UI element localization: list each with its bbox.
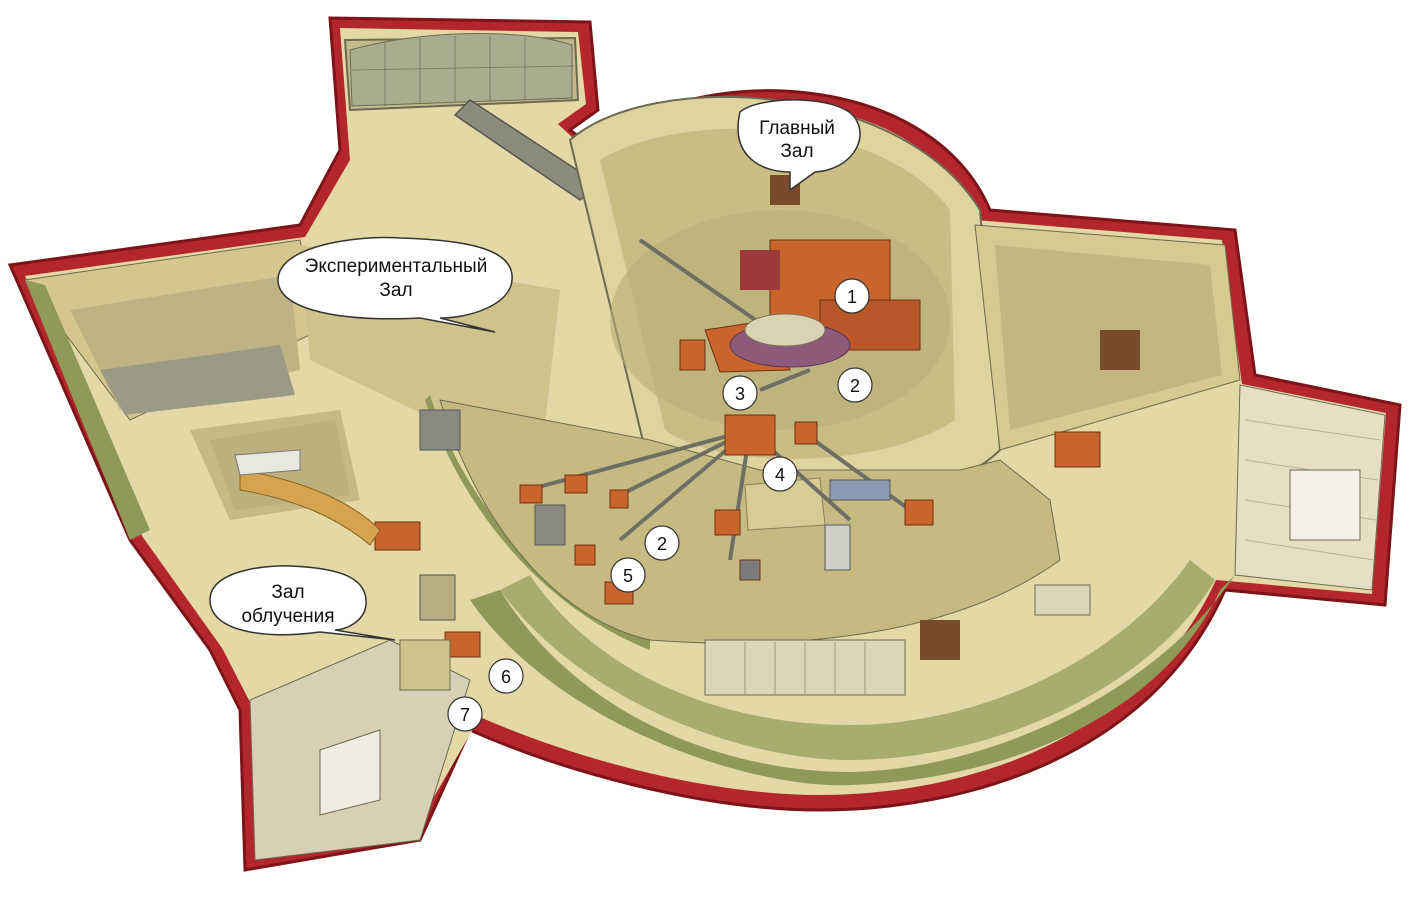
svg-text:5: 5	[623, 566, 633, 586]
irradiation-curve	[234, 449, 381, 546]
hall-main-line1: Главный	[759, 118, 835, 139]
marker-7: 7	[447, 696, 483, 732]
svg-text:4: 4	[775, 465, 785, 485]
right-wing	[974, 224, 1386, 591]
hall-experimental-line2: Зал	[379, 280, 412, 301]
hall-label-experimental: Экспериментальный Зал	[277, 236, 513, 333]
lower-ring	[425, 395, 1235, 786]
marker-3: 3	[722, 375, 758, 411]
control-room	[704, 584, 1091, 696]
hall-experimental-line1: Экспериментальный	[305, 256, 488, 277]
main-machine	[704, 239, 921, 373]
svg-text:1: 1	[847, 287, 857, 307]
lower-left-block	[249, 574, 471, 861]
marker-1: 1	[834, 278, 870, 314]
marker-4: 4	[762, 456, 798, 492]
magnets	[374, 339, 1101, 658]
marker-2-main: 2	[837, 367, 873, 403]
equipment	[419, 409, 891, 571]
svg-text:6: 6	[501, 667, 511, 687]
hall-main-line2: Зал	[780, 141, 813, 162]
marker-2-experimental: 2	[644, 525, 680, 561]
svg-text:7: 7	[460, 705, 470, 725]
hall-label-irradiation: Зал облучения	[209, 565, 396, 641]
svg-text:2: 2	[657, 534, 667, 554]
marker-5: 5	[610, 557, 646, 593]
svg-text:2: 2	[850, 376, 860, 396]
marker-6: 6	[488, 658, 524, 694]
hall-irradiation-line1: Зал	[271, 582, 304, 603]
hall-irradiation-line2: облучения	[241, 606, 334, 627]
experimental-floor	[439, 399, 1061, 644]
svg-text:3: 3	[735, 384, 745, 404]
hall-label-main: Главный Зал	[737, 99, 861, 192]
upper-tunnel	[343, 33, 602, 201]
